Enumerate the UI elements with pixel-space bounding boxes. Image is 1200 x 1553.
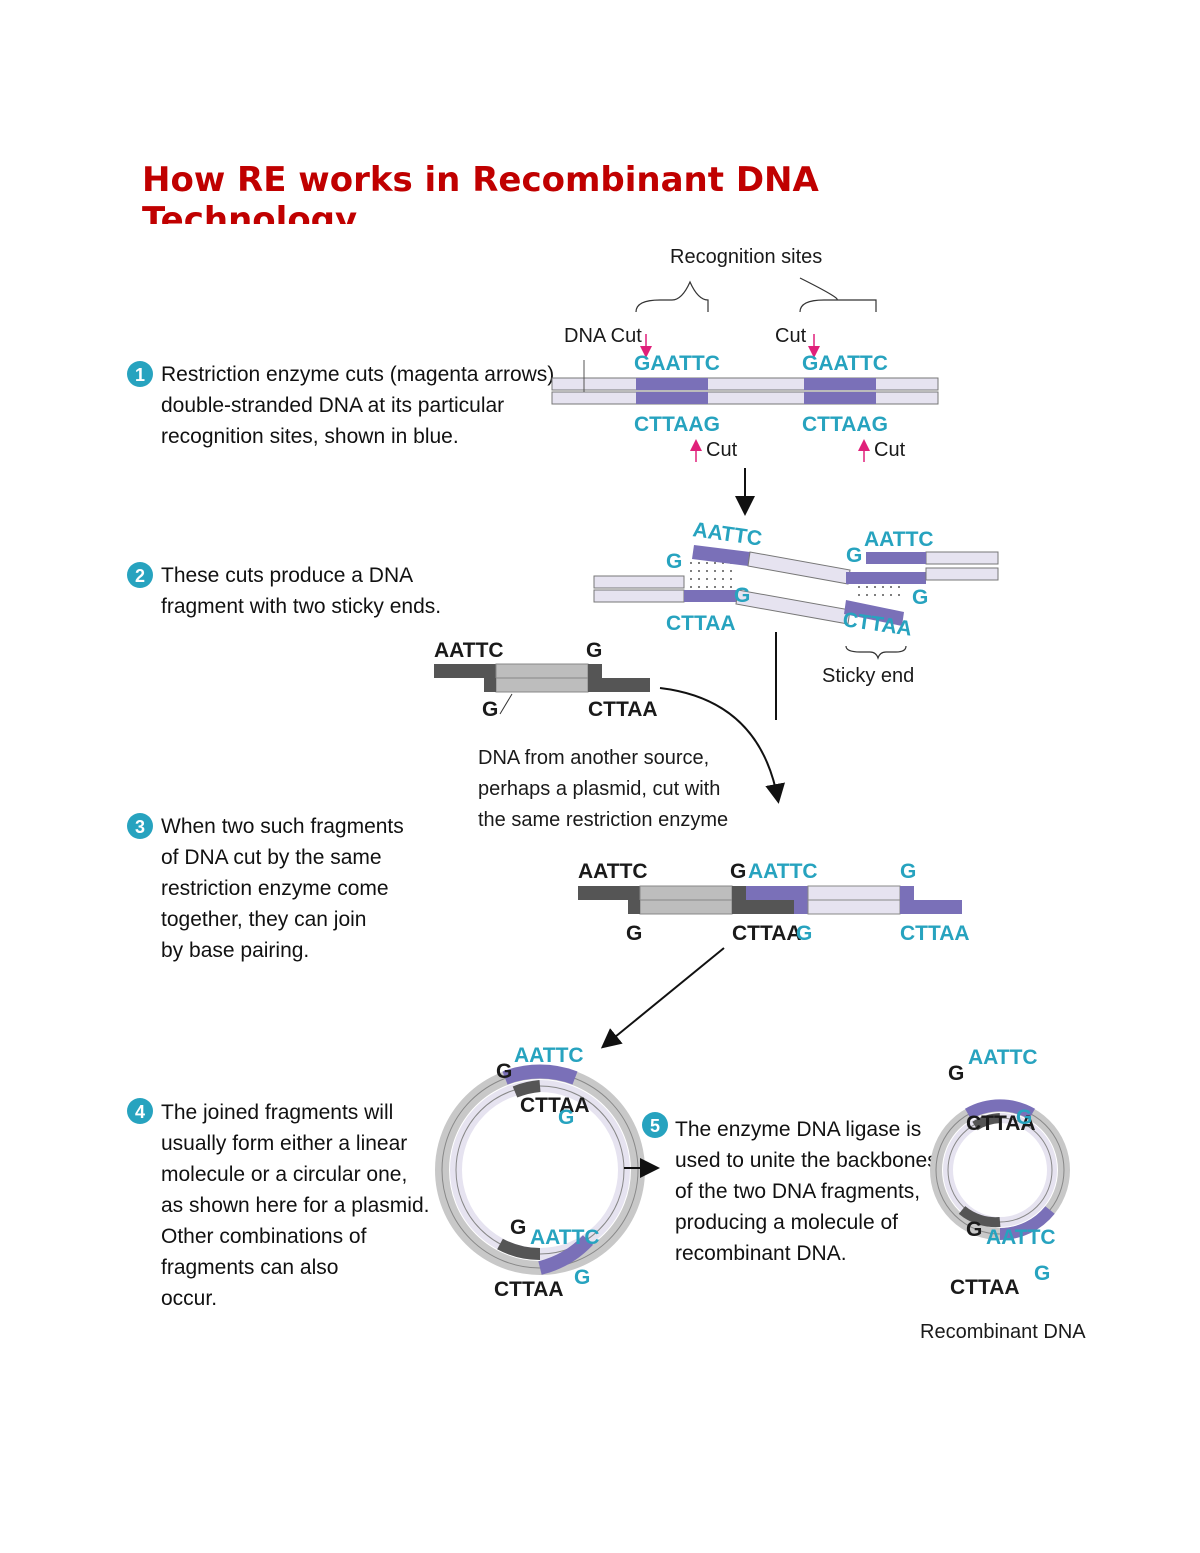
- step-5: 5 The enzyme DNA ligase is used to unite…: [642, 1112, 938, 1265]
- seq-g-frag-2: G: [734, 584, 750, 607]
- step-5-badge: [642, 1112, 668, 1138]
- step-4-line-6: fragments can also: [161, 1256, 338, 1279]
- page-title: How RE works in Recombinant DNA Technolo…: [142, 160, 819, 224]
- seq-g-circle-bottom-2: G: [574, 1266, 590, 1289]
- step-1: 1 Restriction enzyme cuts (magenta arrow…: [127, 361, 554, 448]
- recognition-sites-label: Recognition sites: [670, 246, 822, 268]
- step-3: 3 When two such fragments of DNA cut by …: [127, 813, 404, 962]
- joined-linear-fragment: [578, 885, 962, 915]
- seq-gaattc-1: GAATTC: [634, 352, 720, 375]
- sticky-end-brace: [845, 645, 907, 660]
- circular-plasmid-nicked: [435, 1064, 645, 1275]
- seq-g-joined-bottom-2: G: [796, 922, 812, 945]
- step-3-line-4: together, they can join: [161, 908, 366, 931]
- plasmid-caption-line-3: the same restriction enzyme: [478, 809, 728, 831]
- seq-g-recombinant-bottom-2: G: [1034, 1262, 1050, 1285]
- seq-aattc-circle-top: AATTC: [514, 1044, 584, 1067]
- step-5-number: 5: [650, 1116, 660, 1136]
- seq-cttaa-frag-1: CTTAA: [666, 612, 736, 635]
- plasmid-caption-line-1: DNA from another source,: [478, 747, 709, 769]
- step-3-line-5: by base pairing.: [161, 939, 309, 962]
- seq-aattc-frag-1: AATTC: [691, 518, 763, 550]
- seq-cttaag-1: CTTAAG: [634, 413, 720, 436]
- seq-g-plasmid-bottom: G: [482, 698, 498, 721]
- seq-g-recombinant-top-2: G: [1016, 1106, 1032, 1129]
- seq-aattc-circle-bottom: AATTC: [530, 1226, 600, 1249]
- plasmid-caption-line-2: perhaps a plasmid, cut with: [478, 778, 720, 800]
- step-3-line-3: restriction enzyme come: [161, 877, 389, 900]
- seq-g-joined-bottom: G: [626, 922, 642, 945]
- step-2: 2 These cuts produce a DNA fragment with…: [127, 562, 441, 618]
- seq-g-plasmid-top: G: [586, 639, 602, 662]
- step-2-badge: [127, 562, 153, 588]
- seq-aattc-frag-2: AATTC: [864, 528, 934, 551]
- step-1-number: 1: [135, 365, 145, 385]
- seq-cttaa-recombinant-top: CTTAA: [966, 1112, 1036, 1135]
- step-5-line-3: of the two DNA fragments,: [675, 1180, 920, 1203]
- step-4-line-1: The joined fragments will: [161, 1101, 393, 1124]
- seq-aattc-recombinant-top: AATTC: [968, 1046, 1038, 1069]
- step-3-badge: [127, 813, 153, 839]
- cut-fragments: [593, 545, 999, 626]
- cut-label-top: Cut: [775, 325, 807, 347]
- seq-g-recombinant-bottom: G: [966, 1218, 982, 1241]
- step-3-number: 3: [135, 817, 145, 837]
- step-1-line-3: recognition sites, shown in blue.: [161, 425, 459, 448]
- dna-cut-label: DNA Cut: [564, 325, 642, 347]
- seq-g-recombinant-top: G: [948, 1062, 964, 1085]
- seq-aattc-joined: AATTC: [578, 860, 648, 883]
- step-5-line-5: recombinant DNA.: [675, 1242, 847, 1265]
- step-4-number: 4: [135, 1102, 145, 1122]
- seq-cttaa-joined: CTTAA: [732, 922, 802, 945]
- step-1-line-2: double-stranded DNA at its particular: [161, 394, 504, 417]
- seq-cttaa-circle-bottom: CTTAA: [494, 1278, 564, 1301]
- recombinant-plasmid: [930, 1099, 1070, 1241]
- dna-double-strand: [551, 360, 939, 405]
- plasmid-fragment: [434, 663, 650, 693]
- step-3-line-1: When two such fragments: [161, 815, 404, 838]
- step-3-line-2: of DNA cut by the same: [161, 846, 382, 869]
- step-1-badge: [127, 361, 153, 387]
- seq-cttaa-recombinant-bottom: CTTAA: [950, 1276, 1020, 1299]
- step-5-line-1: The enzyme DNA ligase is: [675, 1118, 921, 1141]
- seq-g-joined-1: G: [730, 860, 746, 883]
- step-4: 4 The joined fragments will usually form…: [127, 1098, 429, 1310]
- step-4-line-3: molecule or a circular one,: [161, 1163, 407, 1186]
- cut-label-bottom-1: Cut: [706, 439, 738, 461]
- step-4-line-2: usually form either a linear: [161, 1132, 407, 1155]
- seq-gaattc-2: GAATTC: [802, 352, 888, 375]
- seq-aattc-recombinant-bottom: AATTC: [986, 1226, 1056, 1249]
- recognition-brace-right: [799, 277, 877, 313]
- seq-g-circle-top-2: G: [558, 1106, 574, 1129]
- step-2-number: 2: [135, 566, 145, 586]
- step-5-line-4: producing a molecule of: [675, 1211, 898, 1234]
- plasmid-join-arrow: [659, 687, 785, 804]
- recombinant-dna-label: Recombinant DNA: [920, 1321, 1086, 1343]
- step-4-line-4: as shown here for a plasmid.: [161, 1194, 429, 1217]
- step-5-line-2: used to unite the backbones: [675, 1149, 938, 1172]
- step-4-line-7: occur.: [161, 1287, 217, 1310]
- seq-cttaa-joined-2: CTTAA: [900, 922, 970, 945]
- recognition-brace-left: [635, 280, 709, 313]
- step-2-line-2: fragment with two sticky ends.: [161, 595, 441, 618]
- seq-g-joined-2: G: [900, 860, 916, 883]
- seq-aattc-plasmid: AATTC: [434, 639, 504, 662]
- seq-cttaa-plasmid: CTTAA: [588, 698, 658, 721]
- step-3-to-4-arrow: [600, 947, 725, 1049]
- step-1-line-1: Restriction enzyme cuts (magenta arrows): [161, 363, 554, 386]
- seq-g-frag-3: G: [846, 544, 862, 567]
- seq-g-circle-bottom: G: [510, 1216, 526, 1239]
- seq-cttaag-2: CTTAAG: [802, 413, 888, 436]
- step-4-line-5: Other combinations of: [161, 1225, 367, 1248]
- seq-cttaa-circle-top: CTTAA: [520, 1094, 590, 1117]
- step-4-badge: [127, 1098, 153, 1124]
- cut-label-bottom-2: Cut: [874, 439, 906, 461]
- step-2-line-1: These cuts produce a DNA: [161, 564, 413, 587]
- seq-g-frag-1: G: [666, 550, 682, 573]
- seq-aattc-joined-2: AATTC: [748, 860, 818, 883]
- seq-g-circle-top: G: [496, 1060, 512, 1083]
- seq-g-frag-4: G: [912, 586, 928, 609]
- sticky-end-label: Sticky end: [822, 665, 914, 687]
